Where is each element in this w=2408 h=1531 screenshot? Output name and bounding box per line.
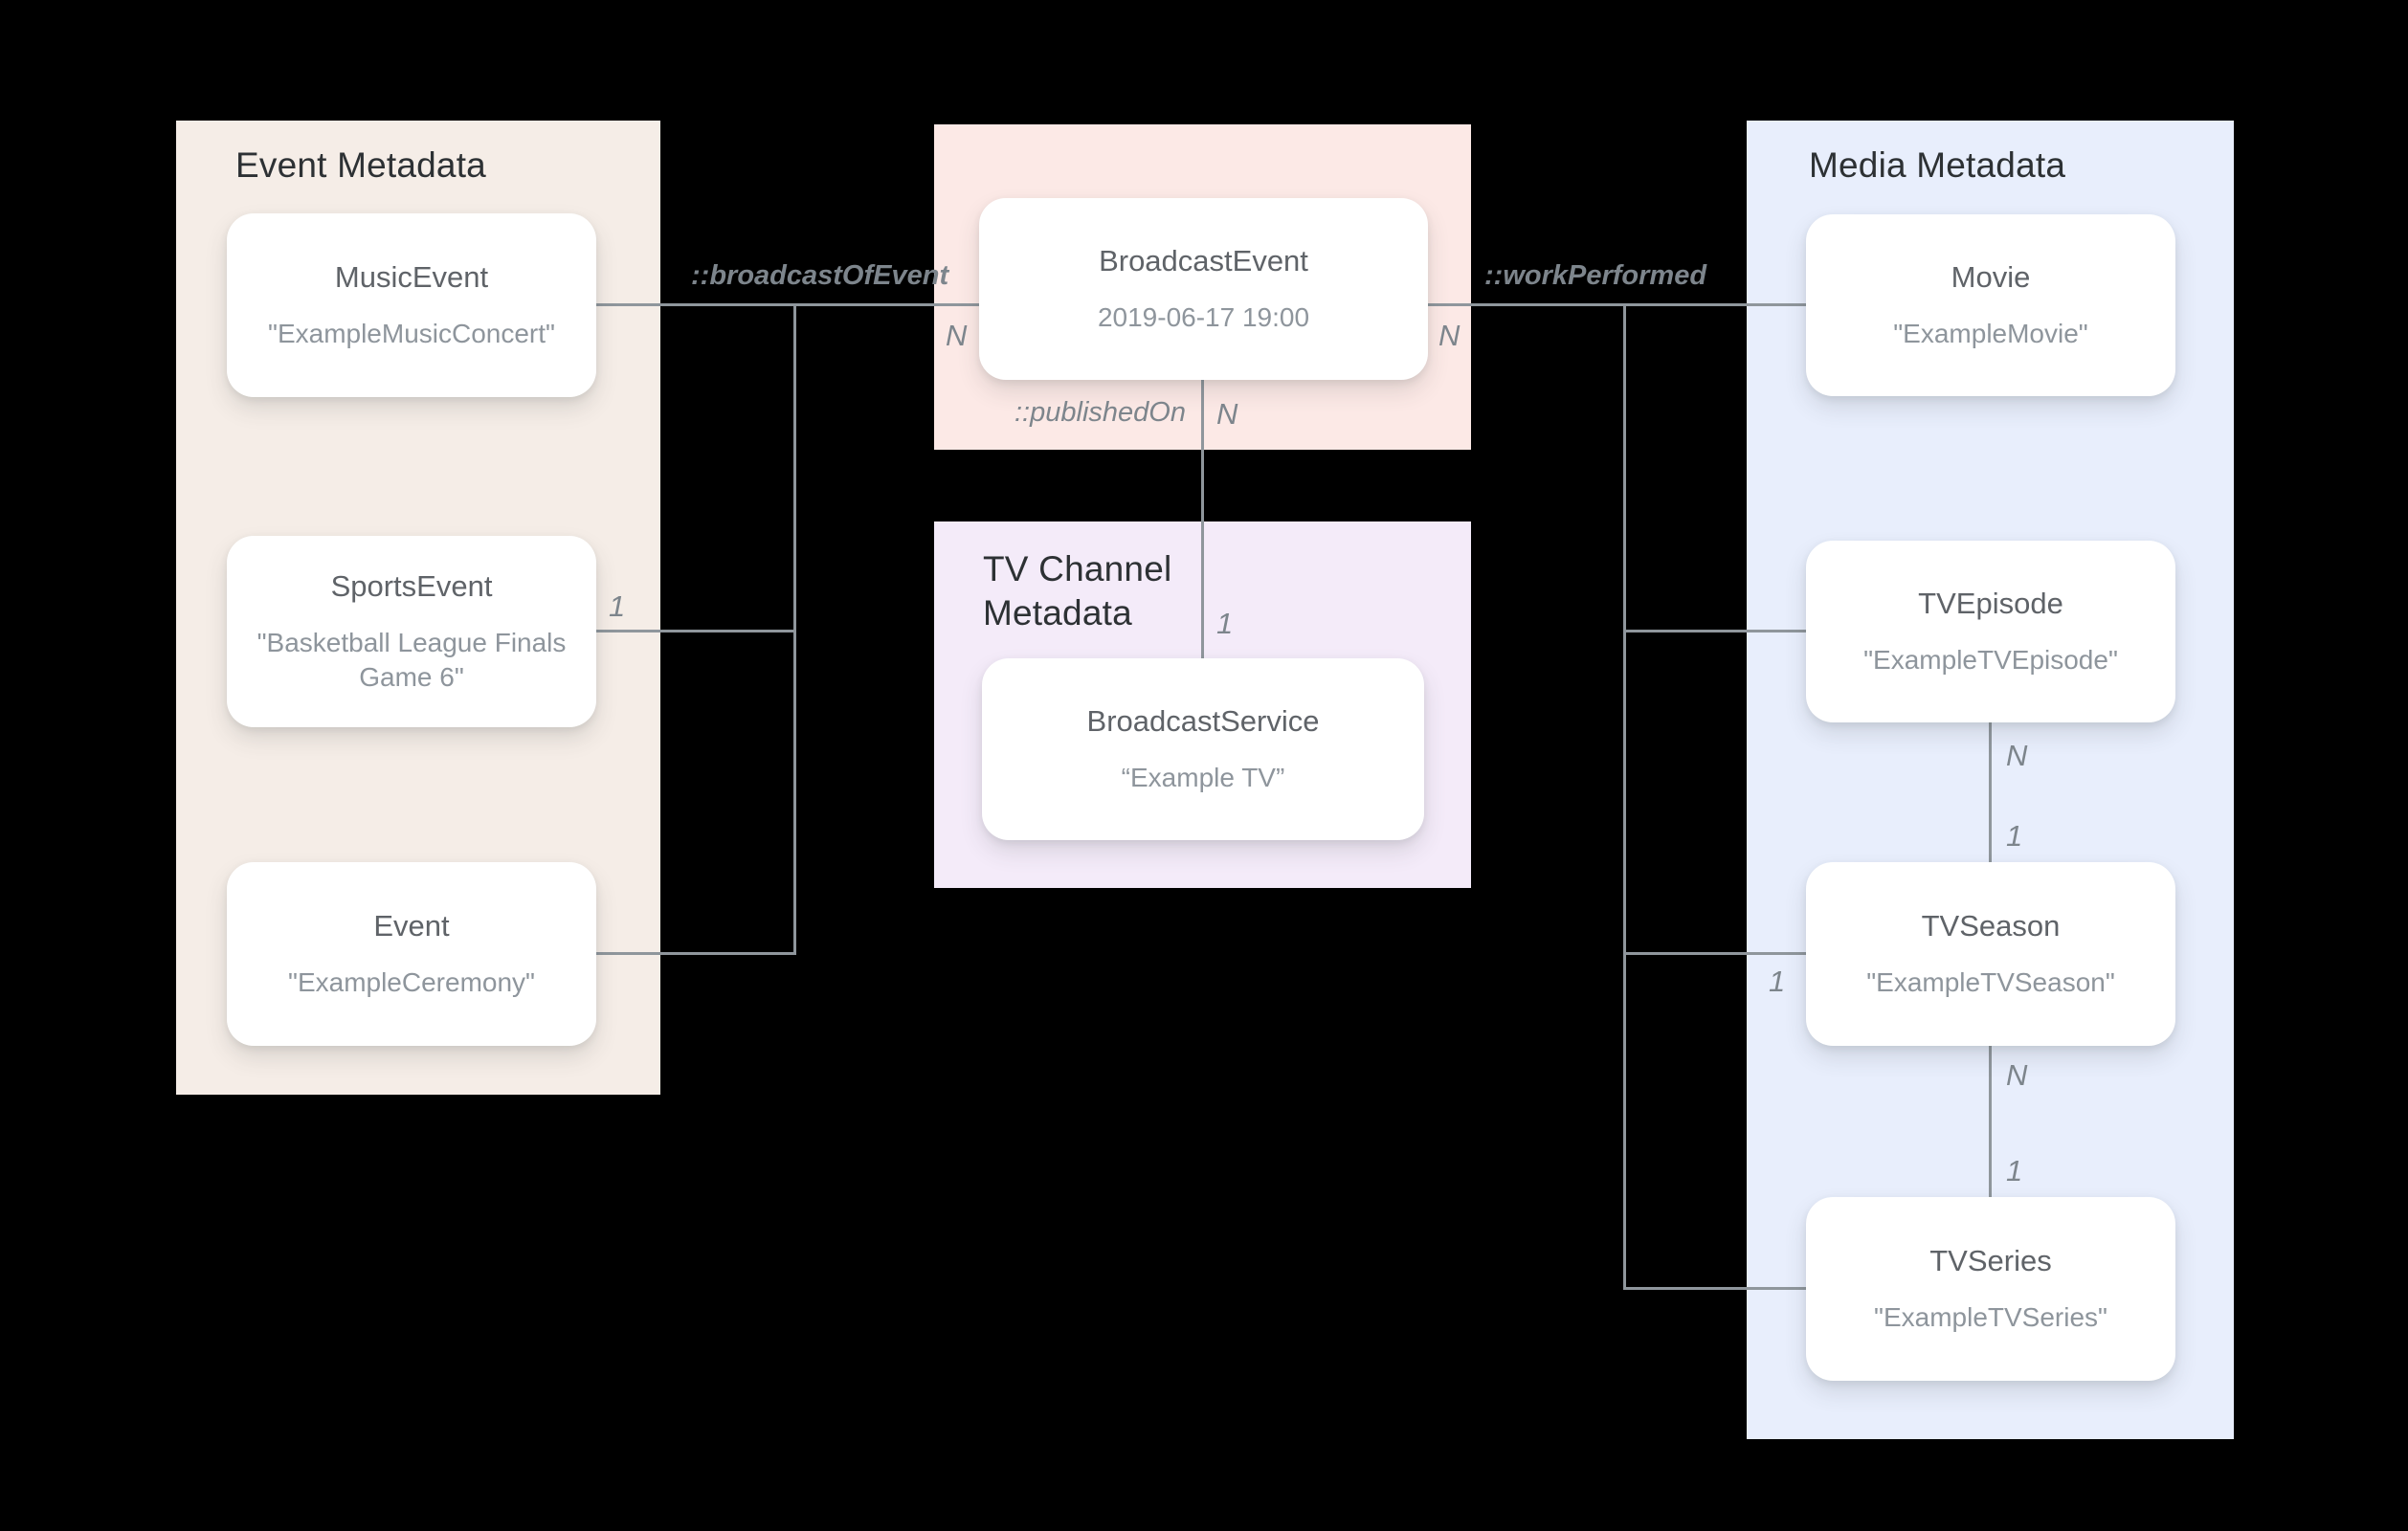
edge-left-trunk (793, 303, 796, 955)
sports-event-title: SportsEvent (330, 569, 493, 603)
cardinality-episode-season-1: 1 (2006, 819, 2023, 853)
broadcast-event-value: 2019-06-17 19:00 (1097, 302, 1310, 332)
work-performed-label: ::workPerformed (1484, 260, 1707, 291)
music-event-value: "ExampleMusicConcert" (268, 319, 555, 348)
cardinality-season-series-n: N (2006, 1058, 2028, 1092)
tv-series-node: TVSeries "ExampleTVSeries" (1806, 1197, 2175, 1381)
sports-event-value: "Basketball League Finals Game 6" (256, 628, 567, 692)
cardinality-published-on-1: 1 (1216, 607, 1234, 640)
movie-node: Movie "ExampleMovie" (1806, 214, 2175, 396)
cardinality-season-series-1: 1 (2006, 1154, 2023, 1187)
movie-value: "ExampleMovie" (1893, 319, 2088, 348)
tv-channel-metadata-title: TV Channel Metadata (983, 549, 1172, 632)
broadcast-service-node: BroadcastService “Example TV” (982, 658, 1424, 840)
tv-series-title: TVSeries (1929, 1244, 2052, 1277)
tv-episode-value: "ExampleTVEpisode" (1863, 645, 2118, 675)
broadcast-event-node: BroadcastEvent 2019-06-17 19:00 (979, 198, 1428, 380)
edge-tvepisode-tvseason (1989, 722, 1992, 862)
cardinality-tv-season-left-1: 1 (1769, 965, 1786, 998)
edge-publishedon (1201, 379, 1204, 659)
cardinality-sports-event-1: 1 (609, 589, 626, 623)
cardinality-published-on-n: N (1216, 397, 1238, 431)
edge-tvseason-tvseries (1989, 1046, 1992, 1197)
sports-event-node: SportsEvent "Basketball League Finals Ga… (227, 536, 596, 727)
edge-right-trunk (1623, 303, 1626, 1290)
tv-episode-node: TVEpisode "ExampleTVEpisode" (1806, 541, 2175, 722)
broadcast-service-value: “Example TV” (1121, 763, 1285, 792)
event-value: "ExampleCeremony" (288, 967, 535, 997)
published-on-label: ::publishedOn (1014, 397, 1186, 428)
edge-tvepisode-branch (1623, 630, 1807, 632)
cardinality-broadcast-left-n: N (946, 319, 968, 352)
event-title: Event (373, 909, 450, 943)
broadcast-service-title: BroadcastService (1086, 704, 1320, 738)
cardinality-broadcast-right-n: N (1438, 319, 1460, 352)
broadcast-of-event-label: ::broadcastOfEvent (691, 260, 949, 291)
edge-tvseason-branch (1623, 952, 1807, 955)
tv-season-value: "ExampleTVSeason" (1866, 967, 2115, 997)
edge-event-branch (595, 952, 796, 955)
music-event-node: MusicEvent "ExampleMusicConcert" (227, 213, 596, 397)
event-metadata-title: Event Metadata (235, 145, 486, 185)
edge-musicevent-broadcastevent (595, 303, 980, 306)
cardinality-episode-season-n: N (2006, 739, 2028, 772)
edge-sportsevent-branch (595, 630, 796, 632)
music-event-title: MusicEvent (334, 260, 489, 294)
tv-season-title: TVSeason (1921, 909, 2061, 943)
edge-tvseries-branch (1623, 1287, 1807, 1290)
tv-series-value: "ExampleTVSeries" (1874, 1302, 2107, 1332)
broadcast-event-title: BroadcastEvent (1099, 244, 1308, 277)
movie-title: Movie (1951, 260, 2031, 294)
tv-season-node: TVSeason "ExampleTVSeason" (1806, 862, 2175, 1046)
media-metadata-title: Media Metadata (1809, 145, 2066, 185)
edge-broadcastevent-movie (1427, 303, 1807, 306)
tv-episode-title: TVEpisode (1918, 587, 2063, 620)
event-node: Event "ExampleCeremony" (227, 862, 596, 1046)
